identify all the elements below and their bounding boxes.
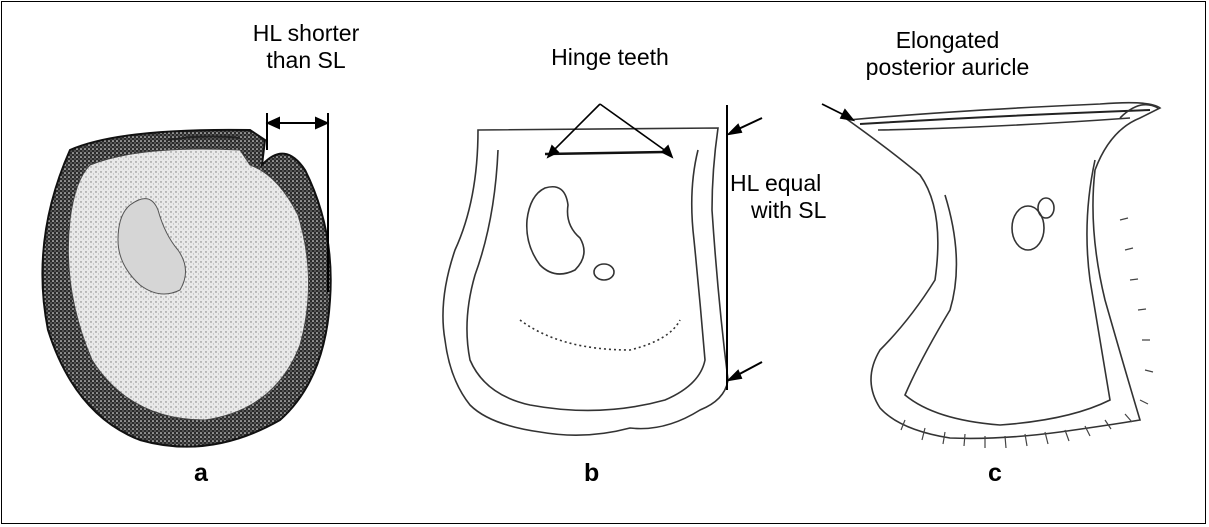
hinge-pointer-right-head xyxy=(662,146,672,157)
shell-c-outline xyxy=(848,103,1160,439)
shell-b-muscle-scar xyxy=(527,187,584,274)
hl-equal-top-arrowhead xyxy=(729,125,741,134)
label-hl-shorter-line2: than SL xyxy=(216,47,396,74)
dimension-arrowhead-left xyxy=(268,118,279,128)
label-hl-shorter-line1: HL shorter xyxy=(216,20,396,47)
label-hl-equal-line1: HL equal xyxy=(730,170,860,197)
auricle-pointer xyxy=(822,104,853,120)
shell-b-pallial-line xyxy=(520,320,680,350)
shell-b-hinge-plate xyxy=(545,152,665,154)
hl-equal-dimension xyxy=(727,105,762,390)
shell-b xyxy=(443,128,728,435)
label-hl-shorter: HL shorter than SL xyxy=(216,20,396,74)
label-hinge-teeth: Hinge teeth xyxy=(515,44,705,71)
hl-equal-bottom-arrowhead xyxy=(729,371,741,380)
shell-c xyxy=(848,103,1160,448)
auricle-pointer-head xyxy=(841,110,853,120)
label-elongated-auricle: Elongated posterior auricle xyxy=(810,27,1085,81)
dimension-arrowhead-right xyxy=(316,118,327,128)
shell-a xyxy=(42,130,330,447)
hinge-teeth-pointers xyxy=(548,104,672,157)
shell-b-small-scar xyxy=(594,264,614,280)
shell-b-inner-margin xyxy=(467,150,705,410)
label-hl-equal: HL equal with SL xyxy=(730,170,860,224)
label-hl-equal-line2: with SL xyxy=(730,197,860,224)
panel-letter-a: a xyxy=(194,459,208,488)
panel-letter-b: b xyxy=(584,459,599,488)
shell-c-inner-margin xyxy=(905,160,1110,425)
shell-c-auricle-ridge xyxy=(860,110,1150,124)
shell-c-small-scar xyxy=(1038,198,1054,218)
label-elongated-line1: Elongated xyxy=(810,27,1085,54)
label-elongated-line2: posterior auricle xyxy=(810,54,1085,81)
panel-letter-c: c xyxy=(988,459,1002,488)
